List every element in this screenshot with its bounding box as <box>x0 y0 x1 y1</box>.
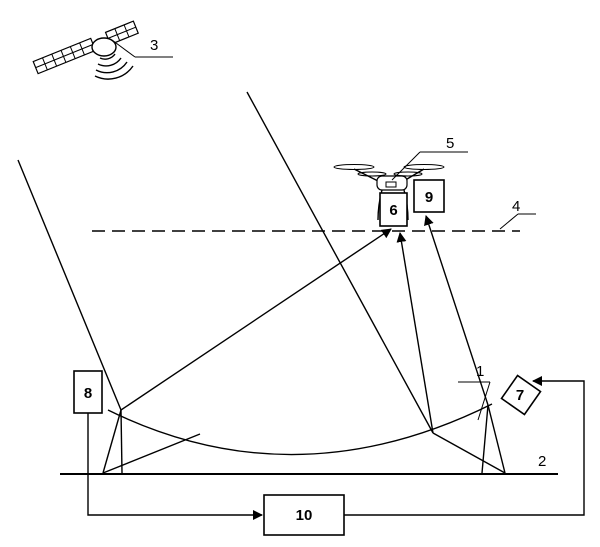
arrow-10-to-7 <box>344 376 585 516</box>
callout-3-label: 3 <box>150 37 158 54</box>
block-7 <box>500 374 542 416</box>
block-6-label: 6 <box>389 202 397 219</box>
arrow-to-9 <box>424 215 489 406</box>
block-8-label: 8 <box>84 385 92 402</box>
block-10 <box>263 494 345 536</box>
block-6 <box>379 192 408 227</box>
arrow-to-6-from-left <box>120 228 392 411</box>
block-7-label: 7 <box>516 387 524 404</box>
block-10-label: 10 <box>296 507 313 524</box>
curved-surface-1 <box>107 403 493 456</box>
block-9 <box>413 179 445 213</box>
callout-1-label: 1 <box>476 363 484 380</box>
satellite-icon <box>32 20 140 80</box>
block-9-label: 9 <box>425 189 433 206</box>
callout-5-label: 5 <box>446 135 454 152</box>
arrow-to-6-from-right <box>396 232 434 434</box>
callout-2-label: 2 <box>538 453 546 470</box>
callout-4-label: 4 <box>512 198 520 215</box>
arrow-8-to-10 <box>87 413 263 520</box>
